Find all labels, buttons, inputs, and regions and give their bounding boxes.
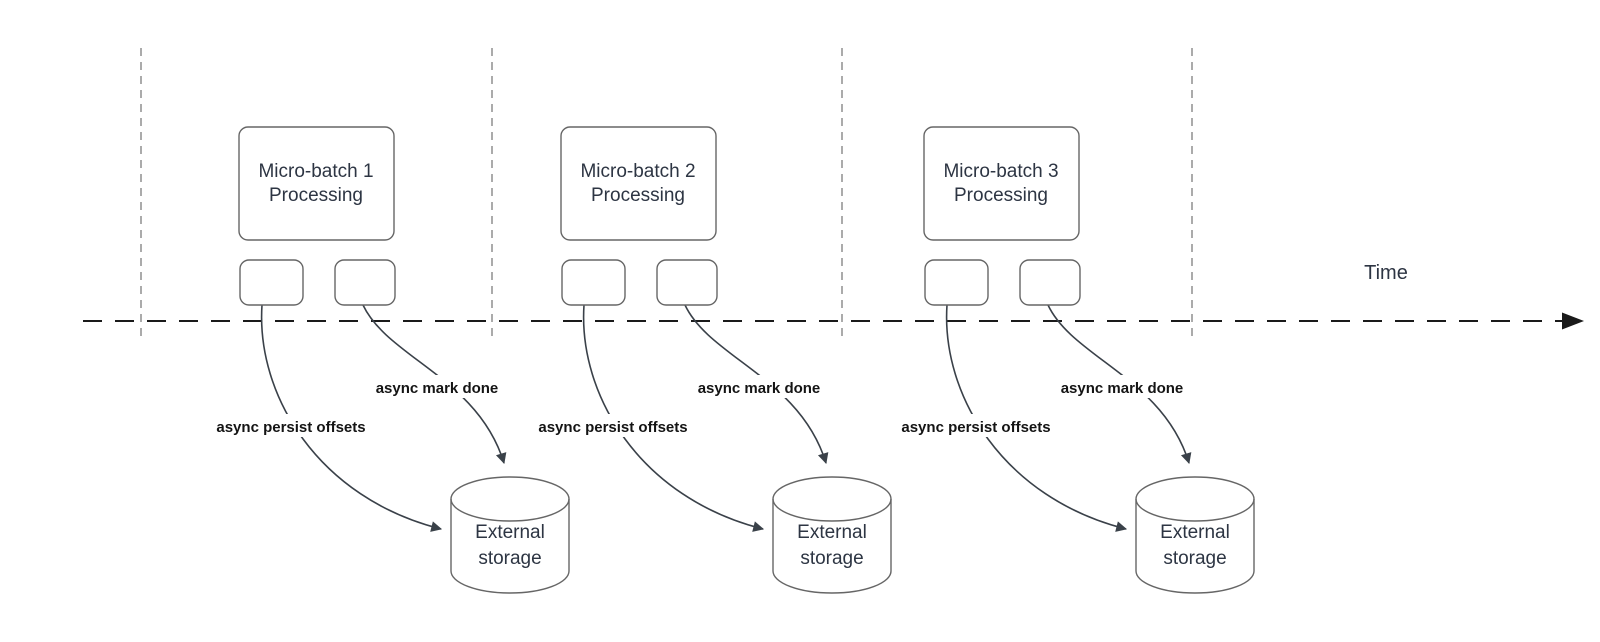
persist-offsets-label: async persist offsets [538, 419, 687, 436]
external-storage-label-line1: External [797, 522, 867, 543]
time-axis-label: Time [1364, 262, 1408, 284]
persist-offsets-arrow [945, 304, 1128, 532]
persist-offsets-source-box [924, 259, 989, 306]
external-storage-cylinder [772, 476, 892, 594]
mark-done-arrow [362, 304, 507, 465]
micro-batch-title-line2: Processing [954, 185, 1048, 206]
external-storage-label-line2: storage [1163, 548, 1226, 569]
mark-done-label-bg [362, 375, 512, 398]
persist-offsets-label: async persist offsets [216, 419, 365, 436]
external-storage-label-line2: storage [800, 548, 863, 569]
persist-offsets-arrow [582, 304, 765, 532]
external-storage-cylinder [450, 476, 570, 594]
micro-batch-section-2: async persist offsets async mark done Mi… [523, 126, 892, 594]
persist-offsets-label: async persist offsets [901, 419, 1050, 436]
micro-batch-processing-box [560, 126, 717, 241]
mark-done-label: async mark done [698, 380, 821, 397]
mark-done-label-bg [684, 375, 834, 398]
micro-batch-section-1: async persist offsets async mark done Mi… [201, 126, 570, 594]
micro-batch-title-line1: Micro-batch 1 [258, 161, 373, 182]
persist-offsets-source-box [239, 259, 304, 306]
mark-done-label: async mark done [376, 380, 499, 397]
micro-batch-title-line2: Processing [269, 185, 363, 206]
time-axis-arrowhead-icon [1562, 312, 1584, 330]
mark-done-label-bg [1047, 375, 1197, 398]
external-storage-cylinder-rim [772, 498, 892, 522]
mark-done-source-box [1019, 259, 1081, 306]
micro-batch-title-line1: Micro-batch 3 [943, 161, 1058, 182]
external-storage-cylinder [1135, 476, 1255, 594]
persist-offsets-source-box [561, 259, 626, 306]
micro-batch-processing-box [923, 126, 1080, 241]
persist-offsets-label-bg [201, 414, 381, 437]
external-storage-cylinder-rim [450, 498, 570, 522]
mark-done-arrow [1047, 304, 1192, 465]
mark-done-source-box [656, 259, 718, 306]
persist-offsets-label-bg [523, 414, 703, 437]
persist-offsets-label-bg [886, 414, 1066, 437]
micro-batch-processing-box [238, 126, 395, 241]
external-storage-cylinder-rim [1135, 498, 1255, 522]
external-storage-label-line1: External [1160, 522, 1230, 543]
mark-done-source-box [334, 259, 396, 306]
external-storage-label-line1: External [475, 522, 545, 543]
mark-done-label: async mark done [1061, 380, 1184, 397]
external-storage-label-line2: storage [478, 548, 541, 569]
micro-batch-title-line2: Processing [591, 185, 685, 206]
mark-done-arrow [684, 304, 829, 465]
micro-batch-title-line1: Micro-batch 2 [580, 161, 695, 182]
persist-offsets-arrow [260, 304, 443, 532]
micro-batch-section-3: async persist offsets async mark done Mi… [886, 126, 1255, 594]
